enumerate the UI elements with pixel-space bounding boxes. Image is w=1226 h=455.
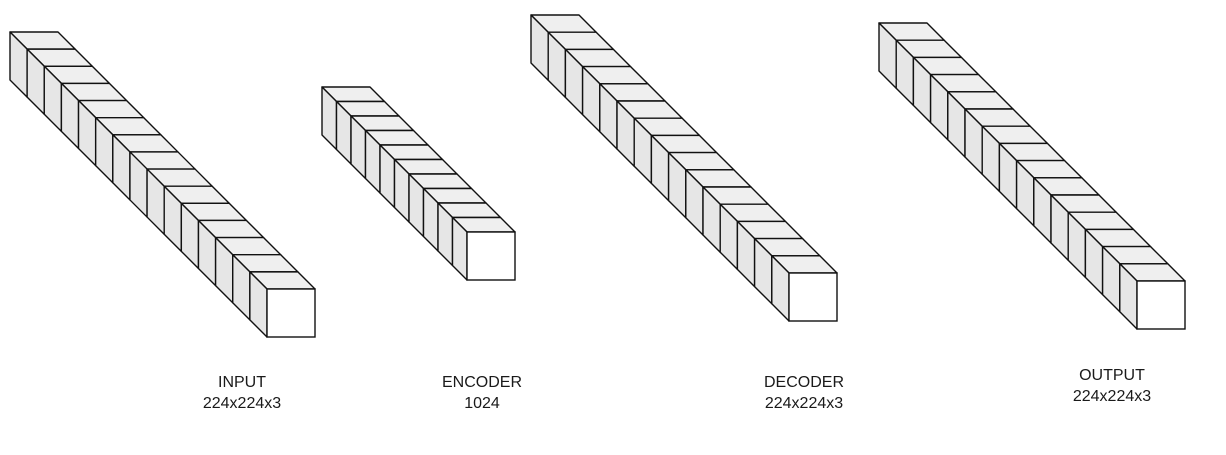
output-block bbox=[878, 22, 1186, 330]
encoder-front-face bbox=[466, 231, 516, 281]
decoder-block bbox=[530, 14, 838, 322]
encoder-label: ENCODER 1024 bbox=[402, 372, 562, 414]
decoder-label-name: DECODER bbox=[763, 374, 844, 391]
input-label-size: 224x224x3 bbox=[202, 395, 282, 412]
output-label-name: OUTPUT bbox=[1079, 367, 1145, 384]
output-front-face bbox=[1136, 280, 1186, 330]
input-front-face bbox=[266, 288, 316, 338]
decoder-label-size: 224x224x3 bbox=[764, 395, 844, 412]
input-label-name: INPUT bbox=[218, 374, 266, 391]
output-label: OUTPUT 224x224x3 bbox=[1032, 365, 1192, 407]
decoder-front-face bbox=[788, 272, 838, 322]
input-label: INPUT 224x224x3 bbox=[162, 372, 322, 414]
output-label-size: 224x224x3 bbox=[1072, 388, 1152, 405]
encoder-block bbox=[321, 86, 516, 281]
input-block bbox=[9, 31, 316, 338]
decoder-label: DECODER 224x224x3 bbox=[724, 372, 884, 414]
encoder-label-name: ENCODER bbox=[441, 374, 522, 391]
encoder-label-size: 1024 bbox=[464, 395, 500, 412]
